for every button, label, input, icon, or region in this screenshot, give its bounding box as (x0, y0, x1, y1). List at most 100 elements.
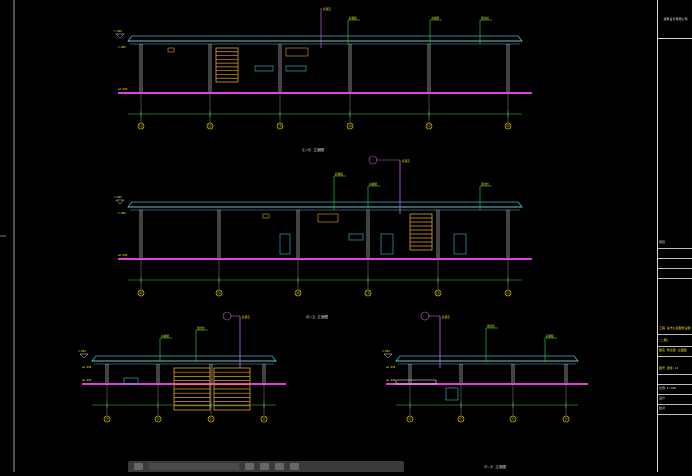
title-block-row: 图号 建施-12 (658, 366, 692, 375)
leader-label: 钢立柱 (197, 326, 205, 330)
title-block-row: (二期) (658, 338, 692, 347)
measure-icon[interactable] (260, 463, 269, 470)
level-marker (115, 33, 125, 39)
level-label: 2.800 (118, 45, 126, 49)
level-marker (383, 353, 393, 359)
axis-bubble (406, 415, 414, 423)
sign-panel (348, 233, 364, 241)
axis-label: ⑴ (506, 290, 510, 295)
detail-bubble (368, 155, 378, 165)
axis-bubble (154, 415, 162, 423)
roof-outline (127, 201, 523, 208)
axis-bubble (294, 289, 302, 297)
level-label: ±0.000 (386, 365, 396, 369)
axis-bubble (137, 122, 145, 130)
axis-label: ⓑ (511, 416, 515, 421)
axis-label: ⑷ (348, 123, 352, 128)
axis-label: ⑸ (427, 123, 431, 128)
level-label: ±0.000 (386, 378, 396, 382)
leader-label: 钢立柱 (487, 324, 495, 328)
layer-icon[interactable] (275, 463, 284, 470)
axis-label: ⑴ (139, 123, 143, 128)
axis-label: ⓓ (408, 416, 412, 421)
file-tab[interactable] (149, 463, 239, 470)
axis-label: ⑵ (436, 290, 440, 295)
title-block-row: 设计 (658, 396, 692, 405)
detail-bubble (222, 311, 232, 321)
callout-label: 彩钢瓦 (242, 315, 250, 319)
elevation-title: ⓓ-ⓐ 立面图 (484, 464, 507, 469)
level-label: 3.600 (382, 349, 390, 353)
axis-label: ⓒ (459, 416, 463, 421)
pan-icon[interactable] (245, 463, 254, 470)
level-marker (79, 353, 89, 359)
elevation-title: ⑹-⑴ 立面图 (306, 314, 329, 319)
level-label: 2.800 (118, 211, 126, 215)
axis-bubble (457, 415, 465, 423)
axis-label: ⓒ (209, 416, 213, 421)
window-panel (317, 213, 339, 223)
leader-label: 彩钢板 (349, 16, 357, 20)
level-label: ±0.000 (82, 365, 92, 369)
leader-label: 钢立柱 (481, 182, 489, 186)
axis-bubble (504, 289, 512, 297)
sign-panel (285, 65, 307, 72)
elevation-title: ⑴-⑹ 立面图 (302, 147, 325, 152)
axis-bubble (103, 415, 111, 423)
detail-bubble (420, 311, 430, 321)
title-block-row: 校对 (658, 406, 692, 415)
door-leaf (279, 233, 291, 255)
roof-outline (395, 355, 579, 362)
title-block-row (658, 376, 692, 385)
callout-label: 彩钢瓦 (402, 159, 410, 163)
panel-frame (409, 213, 433, 251)
level-label: ±0.000 (118, 87, 128, 91)
title-block-row: 图名 休息廊 立面图 (658, 348, 692, 357)
leader-label: 钢立柱 (481, 16, 489, 20)
callout-label: 彩钢瓦 (442, 315, 450, 319)
sign-panel (123, 377, 139, 385)
door-leaf (445, 387, 459, 401)
axis-bubble (276, 122, 284, 130)
title-block-row (658, 250, 692, 259)
axis-label: ⑹ (139, 290, 143, 295)
axis-label: ⓐ (564, 416, 568, 421)
axis-bubble (562, 415, 570, 423)
sign-panel (254, 65, 274, 72)
axis-bubble (504, 122, 512, 130)
axis-bubble (434, 289, 442, 297)
axis-bubble (206, 122, 214, 130)
zoom-icon[interactable] (134, 463, 143, 470)
small-sign (167, 47, 175, 53)
title-block: 建筑设计有限公司 项目 工程 某市公园服务设施(二期)图名 休息廊 立面图图号 … (657, 0, 692, 472)
title-block-row: 比例 1:100 (658, 386, 692, 395)
axis-bubble (509, 415, 517, 423)
leader-label: 木格栅 (431, 16, 439, 20)
fullscreen-icon[interactable] (290, 463, 299, 470)
axis-bubble (215, 289, 223, 297)
level-marker (115, 199, 125, 205)
roof-outline (91, 355, 277, 362)
axis-label: ⑷ (296, 290, 300, 295)
leader-label: 木格栅 (369, 182, 377, 186)
axis-bubble (364, 289, 372, 297)
leader-label: 彩钢板 (335, 172, 343, 176)
level-label: 3.600 (78, 349, 86, 353)
small-sign (262, 213, 270, 219)
panel-frame (215, 47, 239, 83)
roof-outline (127, 35, 523, 42)
level-label: 3.600 (114, 195, 122, 199)
axis-label: ⑶ (278, 123, 282, 128)
title-block-row: 工程 某市公园服务设施 (658, 326, 692, 335)
leader-label: 木格栅 (161, 334, 169, 338)
callout-label: 彩钢瓦 (323, 7, 331, 11)
axis-bubble (346, 122, 354, 130)
level-label: 3.600 (114, 29, 122, 33)
entry-step (395, 379, 437, 385)
title-block-row (658, 270, 692, 279)
axis-label: ⓐ (105, 416, 109, 421)
axis-label: ⓓ (262, 416, 266, 421)
axis-label: ⓑ (156, 416, 160, 421)
